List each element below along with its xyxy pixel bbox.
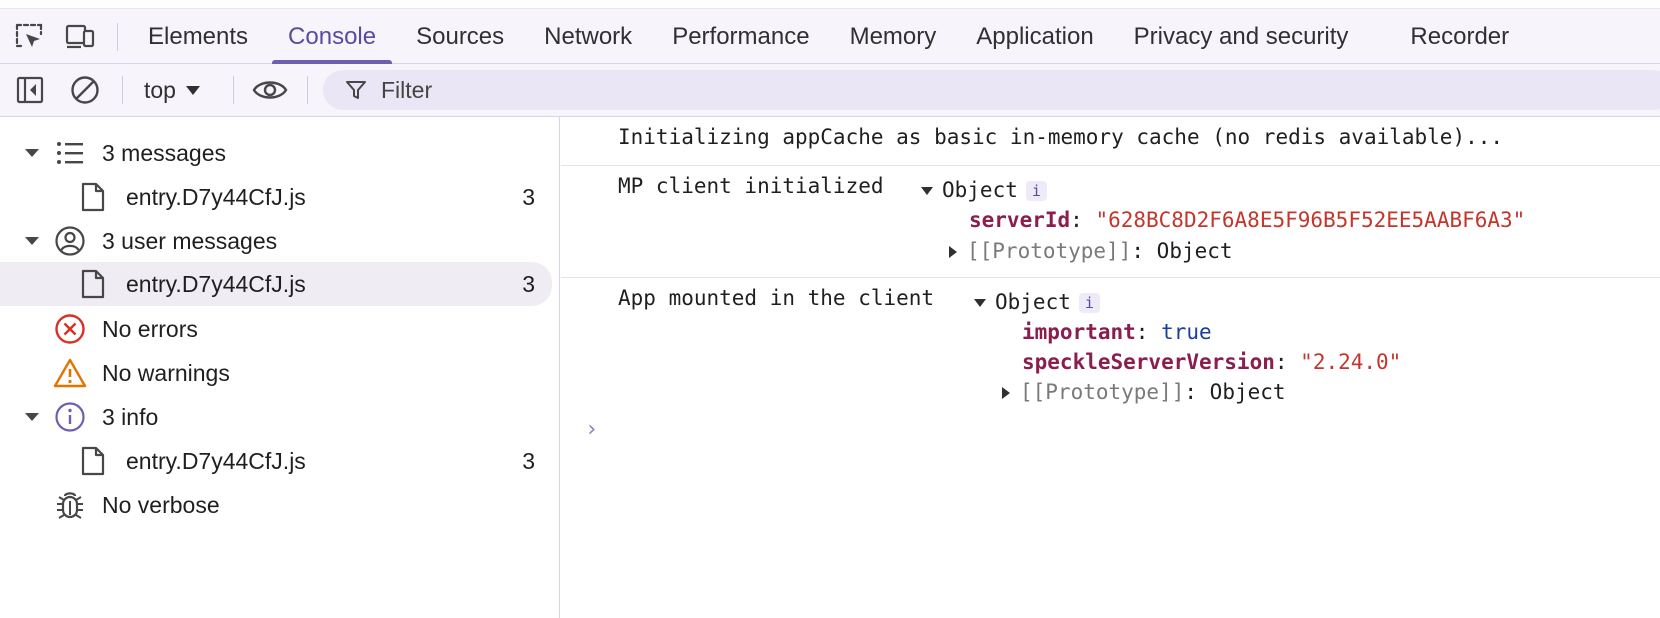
filter-input[interactable] bbox=[379, 75, 1283, 105]
expand-triangle-icon[interactable] bbox=[25, 237, 39, 245]
sidebar-item-label: No verbose bbox=[102, 491, 220, 518]
sidebar-item-file-selected[interactable]: entry.D7y44CfJ.js 3 bbox=[0, 262, 552, 306]
file-icon bbox=[80, 446, 106, 476]
message-text: App mounted in the client bbox=[618, 286, 935, 310]
property-value: "2.24.0" bbox=[1300, 350, 1402, 374]
console-toolbar: top bbox=[0, 64, 1660, 117]
sidebar-item-info[interactable]: 3 info bbox=[0, 397, 552, 437]
prototype-toggle[interactable]: [[Prototype]]: Object bbox=[1002, 380, 1286, 404]
bug-icon bbox=[55, 489, 85, 521]
info-icon bbox=[54, 401, 86, 433]
clear-console-icon[interactable] bbox=[67, 73, 103, 107]
file-icon bbox=[80, 269, 106, 299]
sidebar-item-label: 3 messages bbox=[102, 139, 227, 166]
sidebar-item-label: No warnings bbox=[102, 359, 230, 386]
property-key: important bbox=[1022, 320, 1136, 344]
context-label: top bbox=[144, 76, 176, 103]
filter-icon bbox=[346, 81, 366, 99]
error-icon bbox=[54, 313, 86, 345]
tab-network[interactable]: Network bbox=[544, 22, 633, 50]
inspect-element-icon[interactable] bbox=[12, 21, 46, 53]
sidebar-item-label: 3 user messages bbox=[102, 227, 278, 254]
info-badge[interactable]: i bbox=[1025, 181, 1047, 201]
object-property: important: true bbox=[1022, 320, 1212, 344]
message-count: 3 bbox=[522, 270, 535, 297]
prototype-label: [[Prototype]] bbox=[1020, 380, 1185, 404]
console-output: Initializing appCache as basic in-memory… bbox=[561, 117, 1660, 618]
user-icon bbox=[54, 225, 86, 257]
property-value: "628BC8D2F6A8E5F96B5F52EE5AABF6A3" bbox=[1095, 208, 1526, 232]
expand-triangle-icon[interactable] bbox=[25, 149, 39, 157]
prototype-toggle[interactable]: [[Prototype]]: Object bbox=[949, 239, 1233, 263]
collapse-triangle-icon bbox=[1002, 387, 1010, 399]
sidebar-item-user-messages[interactable]: 3 user messages bbox=[0, 221, 552, 261]
sidebar-item-label: No errors bbox=[102, 315, 198, 342]
property-key: speckleServerVersion bbox=[1022, 350, 1275, 374]
message-count: 3 bbox=[522, 447, 535, 474]
message-text: Initializing appCache as basic in-memory… bbox=[618, 125, 1504, 149]
sidebar-item-label: 3 info bbox=[102, 403, 159, 430]
collapse-triangle-icon bbox=[949, 246, 957, 258]
message-text: MP client initialized bbox=[618, 174, 884, 198]
property-key: serverId bbox=[969, 208, 1071, 232]
console-prompt-icon[interactable]: › bbox=[585, 417, 599, 442]
sidebar-item-messages[interactable]: 3 messages bbox=[0, 133, 552, 173]
object-property: serverId: "628BC8D2F6A8E5F96B5F52EE5AABF… bbox=[969, 208, 1526, 232]
info-badge[interactable]: i bbox=[1078, 293, 1100, 313]
sidebar-item-errors[interactable]: No errors bbox=[0, 309, 552, 349]
chevron-down-icon bbox=[185, 85, 200, 95]
tab-performance[interactable]: Performance bbox=[672, 22, 810, 50]
tab-application[interactable]: Application bbox=[976, 22, 1094, 50]
message-count: 3 bbox=[522, 183, 535, 210]
toolbar-divider bbox=[307, 76, 308, 104]
toolbar-divider bbox=[117, 23, 118, 51]
object-label: Object bbox=[942, 178, 1018, 202]
warning-icon bbox=[53, 357, 87, 389]
context-selector[interactable]: top bbox=[136, 72, 208, 108]
object-label: Object bbox=[995, 290, 1071, 314]
console-sidebar: 3 messages entry.D7y44CfJ.js 3 3 user me… bbox=[0, 117, 560, 618]
sidebar-toggle-icon[interactable] bbox=[12, 73, 48, 107]
tab-console[interactable]: Console bbox=[268, 9, 396, 64]
prototype-label: [[Prototype]] bbox=[967, 239, 1132, 263]
filter-bar bbox=[323, 70, 1660, 110]
expand-triangle-icon bbox=[974, 299, 986, 307]
tab-privacy-and-security[interactable]: Privacy and security bbox=[1133, 22, 1349, 50]
prototype-value: Object bbox=[1156, 239, 1233, 263]
tab-list: Elements Console Sources Network Perform… bbox=[128, 9, 1529, 64]
console-message: Initializing appCache as basic in-memory… bbox=[561, 117, 1660, 166]
sidebar-item-label: entry.D7y44CfJ.js bbox=[126, 447, 306, 474]
live-expression-eye-icon[interactable] bbox=[252, 73, 288, 107]
expand-triangle-icon bbox=[921, 187, 933, 195]
tab-sources[interactable]: Sources bbox=[416, 22, 505, 50]
toolbar-divider bbox=[122, 76, 123, 104]
sidebar-item-verbose[interactable]: No verbose bbox=[0, 485, 552, 525]
sidebar-item-label: entry.D7y44CfJ.js bbox=[126, 183, 306, 210]
toolbar-divider bbox=[233, 76, 234, 104]
tab-recorder[interactable]: Recorder bbox=[1410, 22, 1510, 50]
object-property: speckleServerVersion: "2.24.0" bbox=[1022, 350, 1402, 374]
property-value: true bbox=[1161, 320, 1212, 344]
prototype-value: Object bbox=[1209, 380, 1286, 404]
tab-elements[interactable]: Elements bbox=[148, 22, 249, 50]
sidebar-item-file[interactable]: entry.D7y44CfJ.js 3 bbox=[0, 441, 552, 481]
tab-memory[interactable]: Memory bbox=[849, 22, 937, 50]
file-icon bbox=[80, 182, 106, 212]
list-icon bbox=[55, 140, 85, 166]
expand-triangle-icon[interactable] bbox=[25, 413, 39, 421]
top-strip bbox=[0, 0, 1660, 9]
devtools-tab-bar: Elements Console Sources Network Perform… bbox=[0, 9, 1660, 64]
device-toolbar-icon[interactable] bbox=[63, 21, 97, 53]
sidebar-item-label: entry.D7y44CfJ.js bbox=[126, 270, 306, 297]
sidebar-item-warnings[interactable]: No warnings bbox=[0, 353, 552, 393]
sidebar-item-file[interactable]: entry.D7y44CfJ.js 3 bbox=[0, 177, 552, 217]
